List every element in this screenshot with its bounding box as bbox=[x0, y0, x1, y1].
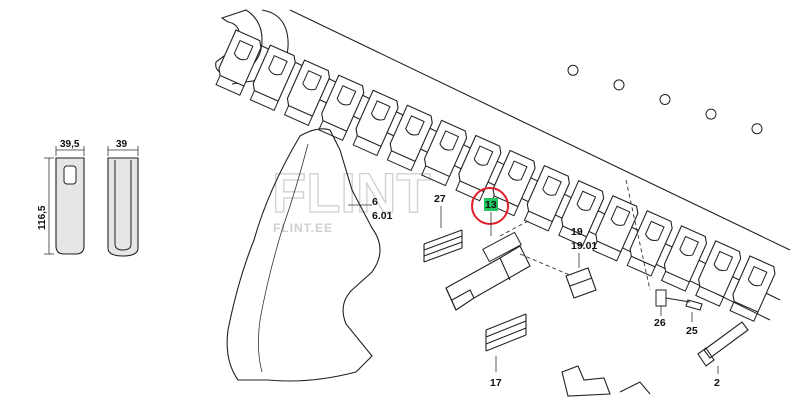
highlight-badge bbox=[484, 198, 498, 211]
callout-27[interactable]: 27 bbox=[434, 193, 446, 205]
chain-knife-holder bbox=[283, 59, 331, 126]
highlight-ring bbox=[471, 187, 509, 225]
spring-17 bbox=[485, 313, 527, 352]
dashed-guide-13 bbox=[519, 253, 573, 277]
dashed-guide-26 bbox=[625, 179, 651, 291]
chain-bolt-head bbox=[659, 94, 671, 105]
chain-knife-holder bbox=[523, 164, 570, 232]
callout-19-01[interactable]: 19.01 bbox=[571, 240, 597, 252]
dimension-width-front: 39,5 bbox=[60, 139, 80, 150]
callout-6-01[interactable]: 6.01 bbox=[372, 210, 393, 222]
watermark-site: FLINT.EE bbox=[273, 221, 333, 235]
callout-2[interactable]: 2 bbox=[714, 377, 720, 389]
spring-27 bbox=[423, 229, 463, 263]
chain-knife-holder bbox=[626, 210, 673, 277]
chain-knife-holder bbox=[695, 240, 742, 307]
chain-knife-holder bbox=[352, 89, 399, 157]
bushing-19 bbox=[565, 267, 597, 299]
knife-holder-13 bbox=[445, 231, 531, 311]
chain-knife-holder bbox=[249, 44, 296, 111]
callout-25[interactable]: 25 bbox=[686, 325, 698, 337]
chain-bolt-head bbox=[751, 123, 763, 135]
chain-knife-holder bbox=[729, 255, 776, 322]
knife-side-view bbox=[107, 146, 139, 257]
watermark-logo: FLINT bbox=[272, 161, 431, 224]
chain-knife-holder bbox=[318, 74, 365, 142]
dimension-width-side: 39 bbox=[116, 139, 128, 150]
bolt-2 bbox=[697, 321, 749, 367]
callout-13[interactable]: 13 bbox=[485, 199, 497, 211]
chain-knife-holder bbox=[592, 194, 639, 262]
rotor-knife-chain bbox=[215, 9, 791, 322]
chain-knife-holder bbox=[455, 134, 502, 202]
callout-6[interactable]: 6 bbox=[372, 196, 378, 208]
callout-26[interactable]: 26 bbox=[654, 317, 666, 329]
bottom-shaft-part bbox=[561, 365, 651, 397]
callout-19[interactable]: 19 bbox=[571, 226, 583, 238]
dashed-guide-13b bbox=[499, 219, 531, 237]
chain-knife-holder bbox=[421, 119, 468, 187]
chain-knife-holder bbox=[215, 29, 262, 96]
chain-knife-holder bbox=[386, 104, 433, 172]
chain-bolt-head bbox=[567, 64, 579, 76]
callout-17[interactable]: 17 bbox=[490, 377, 502, 389]
clip-25 bbox=[685, 299, 703, 311]
chain-knife-holder bbox=[558, 179, 605, 247]
tine-blade bbox=[226, 128, 381, 382]
chain-bolt-head bbox=[613, 79, 625, 91]
chain-bolt-head bbox=[705, 108, 717, 120]
knife-front-view bbox=[44, 146, 85, 255]
chain-knife-holder bbox=[660, 225, 708, 292]
pin-26 bbox=[655, 289, 691, 307]
dimension-height: 116,5 bbox=[37, 205, 48, 230]
